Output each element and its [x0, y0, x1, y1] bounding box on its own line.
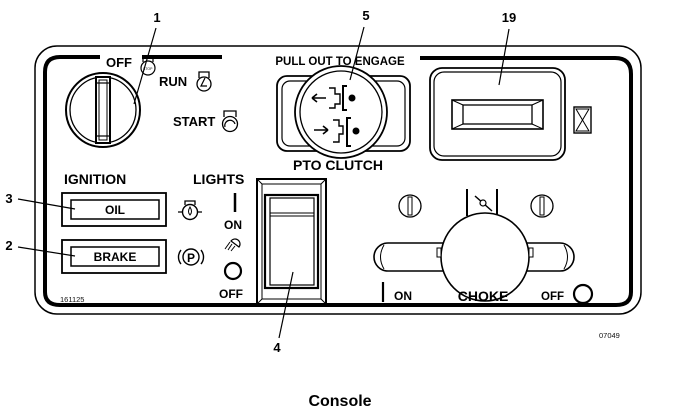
panel-inner-border: [43, 55, 633, 307]
callout-2: 2: [5, 238, 12, 253]
ignition-off-label: OFF: [106, 55, 132, 70]
choke-title: CHOKE: [458, 288, 509, 304]
choke-lever[interactable]: [373, 212, 575, 302]
lights-off-symbol: [223, 261, 243, 281]
callout-4-leader: [278, 271, 294, 339]
oil-label: OIL: [105, 203, 125, 217]
headlight-icon: [224, 238, 241, 252]
oil-warning-light: OIL: [61, 192, 167, 227]
lights-switch[interactable]: [256, 178, 327, 305]
part-number-left: 161125: [60, 295, 84, 304]
parking-brake-icon: P: [177, 248, 205, 266]
hourglass-icon: [573, 106, 592, 134]
lights-title: LIGHTS: [193, 171, 244, 187]
callout-2-leader: [17, 246, 76, 257]
choke-left-screw-icon: [398, 194, 422, 218]
pto-clutch-title: PTO CLUTCH: [293, 157, 383, 173]
stop-engine-icon: STOP: [140, 56, 156, 76]
callout-5-leader: [349, 26, 365, 81]
panel-outer-border: [34, 45, 642, 315]
oil-pressure-icon: [178, 200, 202, 221]
callout-4: 4: [273, 340, 281, 355]
brake-indicator-light: BRAKE: [61, 239, 167, 274]
brake-label: BRAKE: [94, 250, 137, 264]
ignition-start-label: START: [173, 114, 215, 129]
hour-meter: [429, 67, 566, 161]
svg-text:P: P: [187, 251, 195, 265]
callout-19: 19: [502, 10, 516, 25]
choke-off-label: OFF: [541, 291, 564, 303]
callout-3-leader: [17, 198, 76, 210]
choke-off-symbol: [572, 283, 594, 305]
choke-valve-symbol: [466, 189, 498, 216]
callout-1-leader: [133, 27, 157, 105]
choke-on-label: ON: [394, 289, 412, 303]
ignition-title: IGNITION: [64, 171, 126, 187]
callout-3: 3: [5, 191, 12, 206]
lights-off-label: OFF: [219, 287, 243, 301]
start-engine-icon: [221, 110, 239, 133]
part-number-right: 07049: [599, 331, 620, 340]
pto-clutch-switch[interactable]: [276, 65, 411, 159]
run-engine-icon: [196, 71, 212, 92]
callout-1: 1: [153, 10, 160, 25]
choke-right-screw-icon: [530, 194, 554, 218]
pto-engage-icon: [314, 117, 360, 147]
pull-out-to-engage-label: PULL OUT TO ENGAGE: [275, 56, 405, 68]
ignition-run-label: RUN: [159, 74, 187, 89]
figure-caption: Console: [308, 393, 371, 410]
ignition-switch[interactable]: [65, 72, 141, 148]
stop-icon-text: STOP: [143, 67, 153, 71]
callout-19-leader: [498, 28, 510, 86]
lights-on-label: ON: [224, 218, 242, 232]
pto-disengage-icon: [311, 85, 356, 111]
callout-5: 5: [362, 8, 369, 23]
